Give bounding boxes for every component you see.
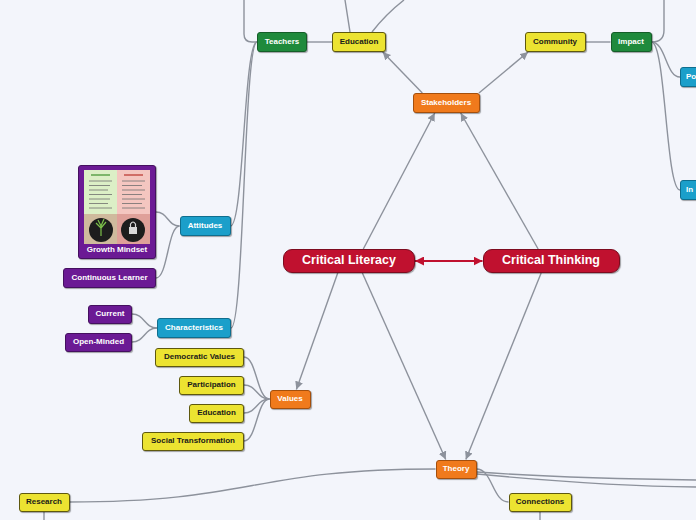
topic-label: Teachers (265, 38, 300, 47)
connector-line (156, 226, 180, 278)
topic-box: In (680, 180, 696, 200)
topic-label: Values (277, 395, 302, 404)
topic-label: Research (26, 498, 62, 507)
topic-label: Po (686, 73, 696, 82)
topic-box: Community (525, 32, 586, 52)
connector-line (231, 42, 257, 328)
topic-label: Education (340, 38, 379, 47)
branch-line (372, 0, 404, 32)
branch-line (477, 474, 696, 487)
branch-line (345, 0, 350, 32)
topic-label: Theory (443, 465, 470, 474)
topic-box: Education (332, 32, 386, 52)
topic-label: Critical Literacy (302, 254, 396, 268)
connector-line (477, 469, 509, 502)
topic-label: Democratic Values (164, 353, 235, 362)
topic-box: Impact (611, 32, 652, 52)
connector-line (70, 469, 436, 502)
connector-line (383, 52, 423, 93)
connector-line (461, 113, 538, 249)
branch-line (43, 511, 44, 520)
branch-line (477, 472, 696, 480)
topic-box: Social Transformation (142, 432, 244, 451)
connector-line (296, 273, 337, 390)
connector-line (479, 52, 528, 93)
topic-label: Social Transformation (151, 437, 235, 446)
topic-label: Continuous Learner (71, 274, 147, 283)
topic-label: In (686, 186, 693, 195)
connector-line (415, 260, 483, 262)
connector-line (586, 41, 611, 42)
topic-box: Current (88, 305, 132, 324)
topic-box: Education (189, 404, 244, 423)
topic-box: Characteristics (157, 318, 231, 338)
topic-box: Research (19, 493, 70, 512)
topic-box: Open-Minded (65, 333, 132, 352)
connector-line (362, 273, 445, 460)
topic-box: Stakeholders (413, 93, 480, 113)
topic-box: Connections (509, 493, 572, 512)
connector-line (363, 113, 434, 249)
central-topic: Critical Thinking (483, 249, 620, 273)
topic-box: Teachers (257, 32, 307, 52)
topic-label: Characteristics (165, 324, 223, 333)
topic-label: Education (197, 409, 236, 418)
topic-label: Connections (516, 498, 564, 507)
connector-line (132, 314, 157, 328)
branch-line (652, 0, 664, 42)
connector-line (132, 328, 157, 342)
mindset-illustration (84, 170, 150, 244)
topic-box: Democratic Values (155, 348, 244, 367)
topic-label: Participation (187, 381, 235, 390)
topic-label: Stakeholders (421, 99, 471, 108)
branch-line (244, 0, 257, 42)
topic-box: Attitudes (180, 216, 231, 236)
connector-line (307, 41, 332, 42)
topic-box: Continuous Learner (63, 268, 156, 288)
topic-label: Community (533, 38, 577, 47)
connector-line (156, 212, 180, 226)
topic-box: Participation (179, 376, 244, 395)
topic-label: Attitudes (188, 222, 223, 231)
topic-box: Theory (436, 460, 477, 479)
topic-label: Impact (618, 38, 644, 47)
topic-box: Po (680, 67, 696, 87)
topic-label: Open-Minded (73, 338, 124, 347)
connector-line (466, 273, 541, 460)
topic-box: Values (270, 390, 311, 409)
connector-line (244, 399, 270, 441)
topic-label: Current (96, 310, 125, 319)
connector-line (244, 357, 270, 399)
central-topic: Critical Literacy (283, 249, 415, 273)
topic-label: Critical Thinking (502, 254, 600, 268)
connector-line (244, 385, 270, 399)
connector-line (652, 42, 681, 190)
topic-label: Growth Mindset (87, 246, 147, 255)
branch-line (539, 511, 540, 520)
